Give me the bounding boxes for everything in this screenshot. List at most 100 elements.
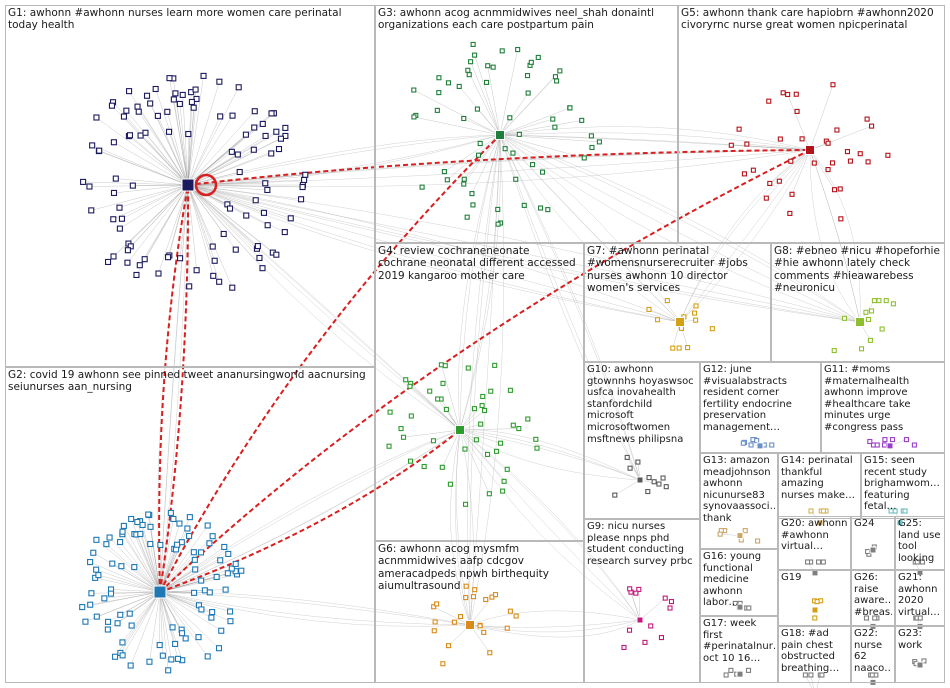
node [170, 96, 177, 103]
node [190, 549, 197, 556]
node [820, 508, 826, 514]
edge [450, 429, 471, 626]
node [256, 254, 263, 262]
hub-node [916, 661, 924, 669]
node [221, 543, 228, 551]
group-g21: G21: awhonn 2020 virtual… [895, 570, 945, 626]
node [538, 205, 544, 211]
edge [469, 619, 641, 633]
node [104, 618, 112, 625]
node [264, 222, 271, 229]
node [398, 426, 404, 432]
node [525, 90, 531, 96]
node [504, 466, 510, 472]
node [147, 540, 154, 548]
edge [91, 184, 189, 211]
edge [159, 591, 183, 634]
node [864, 116, 870, 122]
node [435, 396, 441, 402]
node [819, 672, 825, 678]
edge [410, 383, 461, 431]
node [829, 160, 836, 166]
node [794, 108, 800, 114]
hub-node [805, 145, 815, 155]
node [198, 577, 205, 584]
node [147, 523, 154, 530]
edge [187, 184, 260, 259]
node [529, 162, 536, 168]
node [174, 655, 182, 662]
node [129, 182, 136, 189]
node [550, 116, 556, 122]
hub-node [495, 130, 505, 140]
edge [499, 49, 518, 136]
node [442, 363, 448, 369]
node [902, 508, 908, 514]
node [612, 492, 618, 498]
edge [167, 184, 189, 258]
group-g15: G15: seen recent study brighamwom… featu… [861, 453, 945, 519]
node [624, 454, 630, 460]
node [195, 634, 202, 641]
edge [159, 591, 208, 657]
node [226, 205, 234, 212]
edge [187, 134, 501, 186]
edge [187, 184, 681, 323]
node [259, 120, 266, 127]
node [82, 618, 89, 625]
edge [187, 101, 193, 186]
node [746, 605, 752, 611]
node [808, 508, 814, 514]
group-g11-label: G11: #moms #maternalhealth awhonn improv… [824, 364, 911, 433]
node [440, 380, 446, 386]
edge [187, 153, 272, 186]
hub-node [636, 476, 644, 484]
group-g13: G13: amazon meadjohnson awhonn nicunurse… [700, 453, 778, 549]
node [186, 514, 193, 521]
node [507, 387, 513, 393]
hub-node [816, 519, 824, 527]
group-g3: G3: awhonn acog acnmmidwives neel_shah d… [375, 5, 678, 243]
node [254, 243, 261, 250]
node [287, 215, 294, 222]
node [188, 98, 195, 106]
node [463, 595, 469, 601]
edge [140, 533, 161, 593]
edge [159, 591, 222, 631]
hub-node [869, 546, 877, 554]
node [844, 149, 851, 155]
node [432, 619, 438, 625]
edge [469, 619, 641, 628]
node [120, 522, 127, 529]
node [220, 230, 227, 238]
edge [129, 135, 189, 186]
node [232, 246, 239, 253]
edge [159, 560, 221, 593]
group-g14-label: G14: perinatal thankful amazing nurses m… [781, 455, 855, 501]
node [473, 437, 479, 443]
edge [187, 184, 220, 282]
edge [96, 591, 161, 617]
edge [433, 606, 471, 626]
node [461, 115, 467, 122]
group-g25: G25: land use tool looking [895, 516, 945, 570]
edge [499, 134, 585, 159]
node [403, 377, 409, 383]
edge [809, 149, 861, 323]
group-g7: G7: #awhonn perinatal #womensnurserecrui… [584, 243, 771, 362]
node [178, 630, 186, 637]
node [109, 560, 116, 567]
edge [413, 89, 501, 136]
edge [648, 309, 681, 323]
edge [787, 94, 811, 151]
node [273, 251, 280, 258]
node [107, 590, 115, 597]
edge [187, 184, 197, 271]
edge [127, 184, 189, 263]
hub-node [736, 670, 744, 678]
node [663, 484, 669, 490]
node [176, 100, 183, 108]
group-g8: G8: #ebneo #nicu #hopeforhie #hie awhonn… [771, 243, 945, 362]
node [656, 481, 662, 487]
edge [679, 149, 811, 323]
